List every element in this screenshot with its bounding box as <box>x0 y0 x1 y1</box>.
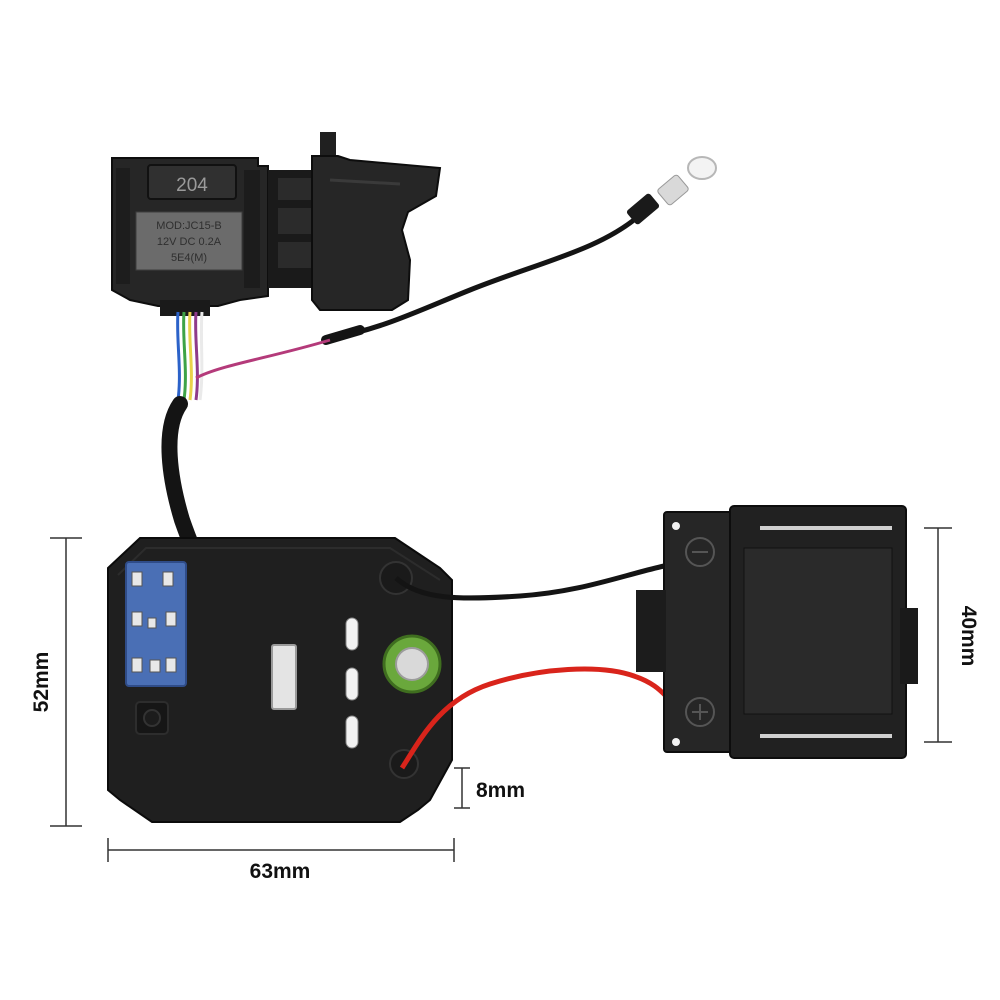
model-line-1: MOD:JC15-B <box>156 220 221 232</box>
red-wire <box>399 666 668 770</box>
dimension-height-board: 52mm <box>30 652 53 713</box>
led-housing <box>657 174 689 206</box>
dimension-width-board: 63mm <box>250 860 311 883</box>
dimension-gap: 8mm <box>476 779 525 802</box>
trigger-switch: 204 MOD:JC15-B 12V DC 0.2A 5E4(M) <box>111 132 442 316</box>
model-sticker <box>135 211 243 271</box>
dimension-lines <box>50 527 952 862</box>
switch-number-plate <box>147 164 237 200</box>
trigger-paddle <box>311 155 442 311</box>
plus-icon <box>685 697 715 727</box>
dimension-height-adapter: 40mm <box>957 606 980 667</box>
switch-number-text: 204 <box>176 175 208 196</box>
battery-adapter <box>636 505 918 759</box>
led-assembly <box>321 156 717 345</box>
minus-icon <box>685 537 715 567</box>
harness-connector <box>271 644 297 710</box>
controller-board <box>107 537 453 823</box>
model-line-2: 12V DC 0.2A <box>157 236 222 248</box>
black-wire <box>394 563 665 601</box>
model-line-3: 5E4(M) <box>171 252 207 264</box>
led-bulb <box>687 156 717 180</box>
